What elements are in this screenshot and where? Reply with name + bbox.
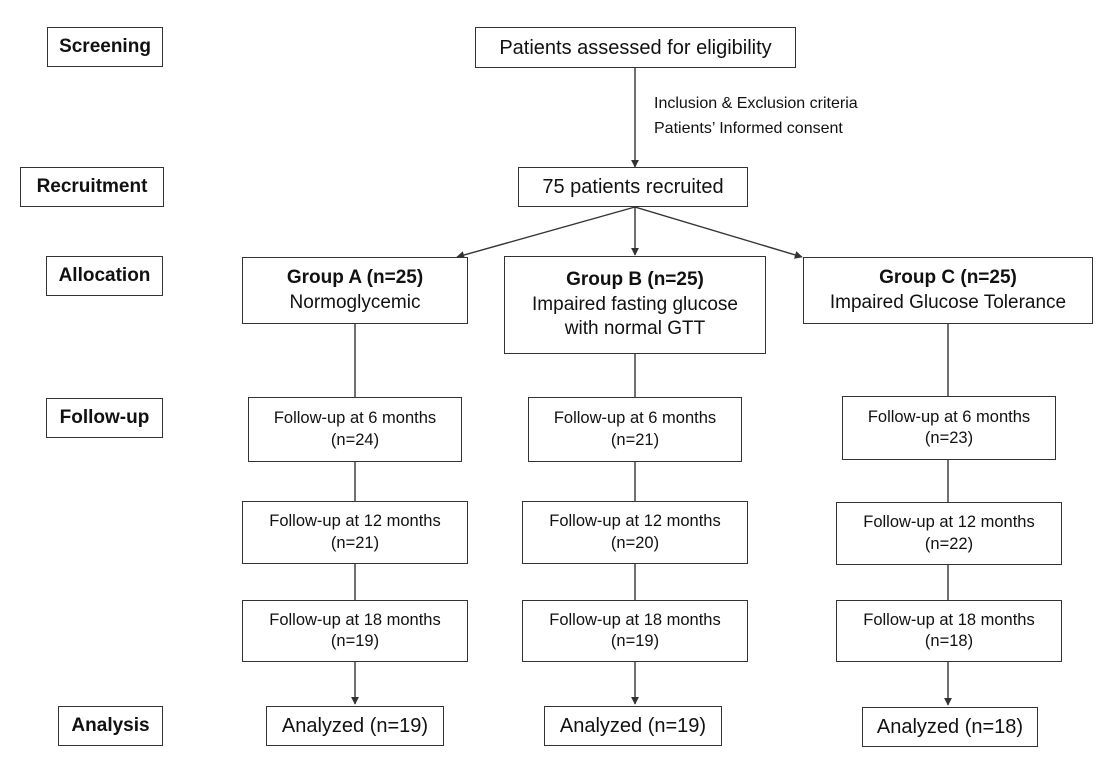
followup-label: Follow-up at 6 months xyxy=(273,409,437,428)
followup-count: (n=18) xyxy=(924,632,974,650)
arrow-recruited-to-group-c xyxy=(634,206,803,259)
group-c-title: Group C (n=25) xyxy=(879,266,1017,288)
group-b-followup-18: Follow-up at 18 months (n=19) xyxy=(522,600,748,662)
group-a-desc: Normoglycemic xyxy=(289,291,421,313)
group-c-followup-6: Follow-up at 6 months (n=23) xyxy=(842,396,1056,460)
followup-label: Follow-up at 6 months xyxy=(553,409,717,428)
followup-count: (n=22) xyxy=(924,534,974,553)
stage-screening: Screening xyxy=(47,27,163,67)
criteria-note-line-1: Inclusion & Exclusion criteria xyxy=(654,95,858,112)
followup-count: (n=19) xyxy=(330,632,380,650)
followup-label: Follow-up at 6 months xyxy=(867,407,1031,426)
criteria-note-line-2: Patients’ Informed consent xyxy=(654,120,843,137)
followup-count: (n=24) xyxy=(330,430,380,449)
group-c-desc: Impaired Glucose Tolerance xyxy=(829,291,1067,313)
group-c-box: Group C (n=25) Impaired Glucose Toleranc… xyxy=(803,257,1093,324)
group-a-followup-6: Follow-up at 6 months (n=24) xyxy=(248,397,462,462)
group-c-analyzed: Analyzed (n=18) xyxy=(862,707,1038,747)
group-b-title: Group B (n=25) xyxy=(566,268,704,290)
group-a-followup-18: Follow-up at 18 months (n=19) xyxy=(242,600,468,662)
criteria-note: Inclusion & Exclusion criteria Patients’… xyxy=(654,91,858,141)
followup-label: Follow-up at 12 months xyxy=(863,513,1035,532)
group-b-followup-12: Follow-up at 12 months (n=20) xyxy=(522,501,748,564)
group-a-analyzed: Analyzed (n=19) xyxy=(266,706,444,746)
followup-label: Follow-up at 18 months xyxy=(863,610,1035,629)
group-b-box: Group B (n=25) Impaired fasting glucose … xyxy=(504,256,766,354)
group-b-followup-6: Follow-up at 6 months (n=21) xyxy=(528,397,742,462)
group-c-followup-18: Follow-up at 18 months (n=18) xyxy=(836,600,1062,662)
group-b-analyzed: Analyzed (n=19) xyxy=(544,706,722,746)
group-b-desc-line-2: with normal GTT xyxy=(564,318,706,340)
followup-count: (n=23) xyxy=(924,429,974,447)
followup-label: Follow-up at 18 months xyxy=(549,610,721,629)
followup-count: (n=20) xyxy=(610,533,660,552)
eligibility-box: Patients assessed for eligibility xyxy=(475,27,796,68)
stage-followup: Follow-up xyxy=(46,398,163,438)
group-c-followup-12: Follow-up at 12 months (n=22) xyxy=(836,502,1062,565)
followup-count: (n=21) xyxy=(610,430,660,449)
stage-analysis: Analysis xyxy=(58,706,163,746)
arrow-recruited-to-group-a xyxy=(456,206,636,259)
stage-recruitment: Recruitment xyxy=(20,167,164,207)
group-a-title: Group A (n=25) xyxy=(286,266,424,288)
group-b-desc-line-1: Impaired fasting glucose xyxy=(532,293,738,315)
followup-label: Follow-up at 18 months xyxy=(269,610,441,629)
stage-allocation: Allocation xyxy=(46,256,163,296)
group-a-followup-12: Follow-up at 12 months (n=21) xyxy=(242,501,468,564)
followup-count: (n=21) xyxy=(330,533,380,552)
followup-label: Follow-up at 12 months xyxy=(269,512,441,531)
group-a-box: Group A (n=25) Normoglycemic xyxy=(242,257,468,324)
recruited-box: 75 patients recruited xyxy=(518,167,748,207)
followup-count: (n=19) xyxy=(610,632,660,650)
followup-label: Follow-up at 12 months xyxy=(549,512,721,531)
